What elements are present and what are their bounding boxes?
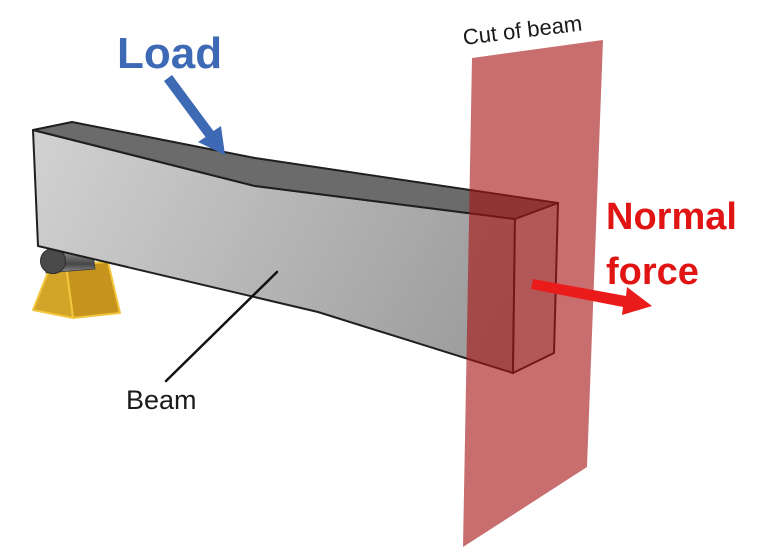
cut-plane: [463, 40, 603, 547]
load-label: Load: [117, 29, 223, 78]
beam-leader-line: [164, 270, 279, 383]
normal-force-label-line2: force: [606, 251, 699, 294]
normal-force-label-line1: Normal: [606, 196, 737, 238]
normal-force-label: Normal force: [606, 190, 737, 300]
beam-label: Beam: [126, 385, 197, 415]
load-arrow: [164, 75, 225, 155]
normal-force-arrow: [531, 279, 652, 315]
